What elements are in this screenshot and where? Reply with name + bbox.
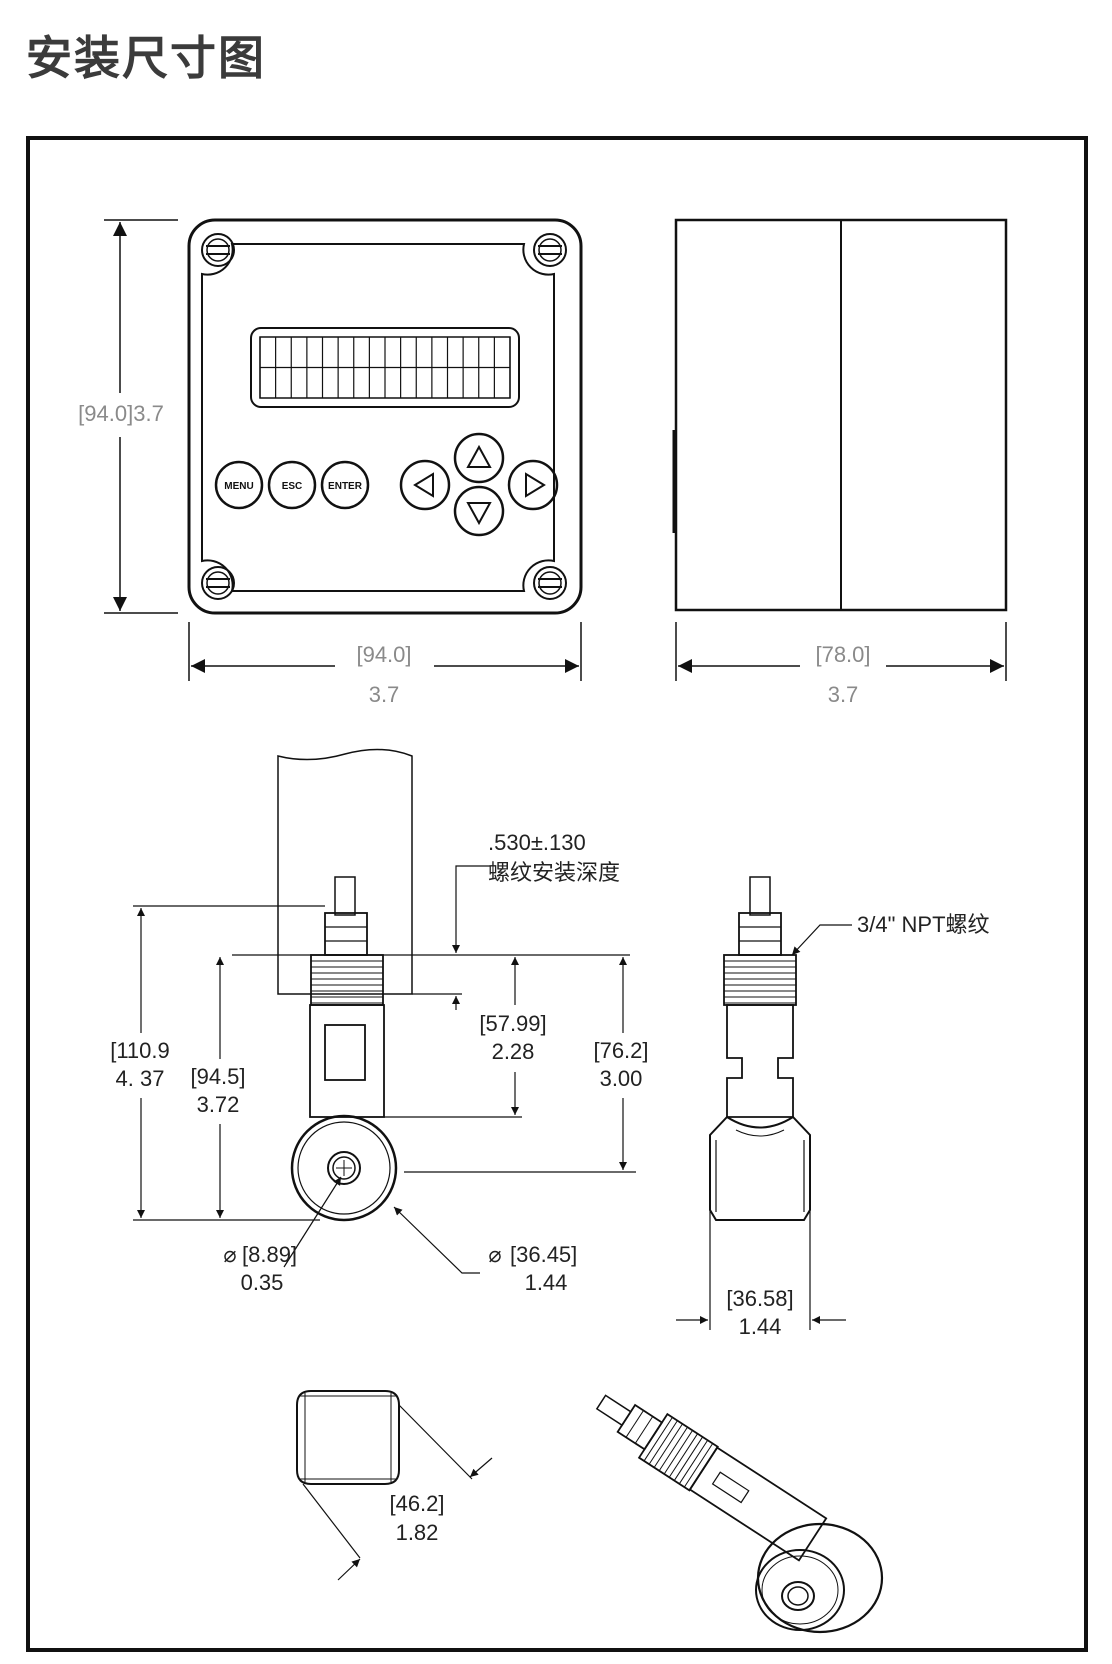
sensor-side-view <box>709 876 811 1221</box>
head-length-in: 1.82 <box>396 1520 439 1545</box>
screw-icon-top-left <box>201 233 235 267</box>
thread-spec-annotation: 3/4" NPT螺纹 <box>791 912 990 956</box>
page-title: 安装尺寸图 <box>26 31 266 85</box>
thread-length-dimension: [57.99] 2.28 <box>384 957 547 1118</box>
arrow-up-button <box>453 432 505 484</box>
side-depth-in: 3.7 <box>828 682 859 707</box>
controller-front-view: MENU ESC ENTER <box>187 218 583 615</box>
arrow-left-icon <box>413 472 434 498</box>
arrow-up-icon <box>466 444 492 468</box>
overall-height-in: 4. 37 <box>116 1066 165 1091</box>
height2-in: 3.72 <box>197 1092 240 1117</box>
bore-phi-icon: ⌀ <box>223 1242 236 1267</box>
head-cap-view <box>296 1390 400 1485</box>
arrow-down-button <box>453 485 505 537</box>
screw-icon-bottom-left <box>201 566 235 600</box>
height3-dimension: [76.2] 3.00 <box>404 957 649 1173</box>
sensor-isometric-view <box>595 1394 884 1634</box>
side-width-in: 1.44 <box>739 1314 782 1339</box>
overall-height-mm: [110.9 <box>110 1038 170 1063</box>
height2-mm: [94.5] <box>190 1064 245 1089</box>
side-depth-mm: [78.0] <box>815 642 870 667</box>
height3-in: 3.00 <box>600 1066 643 1091</box>
bore-diameter-mm: [8.89] <box>242 1242 297 1267</box>
side-width-dimension: [36.58] 1.44 <box>676 1205 846 1339</box>
arrow-right-button <box>507 459 559 511</box>
screw-icon-bottom-right <box>533 566 567 600</box>
arrow-right-icon <box>525 472 546 498</box>
arrow-left-button <box>399 459 451 511</box>
menu-button: MENU <box>214 460 264 510</box>
install-depth-label: 螺纹安装深度 <box>488 860 620 885</box>
height2-dimension: [94.5] 3.72 <box>190 957 246 1218</box>
thread-length-in: 2.28 <box>492 1039 535 1064</box>
head-length-dimension: [46.2] 1.82 <box>302 1404 493 1581</box>
front-height-dimension: [94.0]3.7 <box>78 219 178 614</box>
head-diameter-mm: [36.45] <box>510 1242 577 1267</box>
bore-diameter-in: 0.35 <box>241 1270 284 1295</box>
front-height-label: [94.0]3.7 <box>78 401 164 426</box>
enter-button-label: ENTER <box>328 481 363 492</box>
side-width-mm: [36.58] <box>726 1286 793 1311</box>
front-width-in: 3.7 <box>369 682 400 707</box>
head-phi-icon: ⌀ <box>488 1242 501 1267</box>
lcd-display <box>250 327 520 408</box>
arrow-down-icon <box>466 502 492 526</box>
install-depth-value: .530±.130 <box>488 830 586 855</box>
screw-icon-top-right <box>533 233 567 267</box>
thread-length-mm: [57.99] <box>479 1011 546 1036</box>
drawing-frame <box>26 136 1088 1652</box>
controller-side-view <box>672 218 1008 612</box>
bore-diameter-dimension: ⌀ [8.89] 0.35 <box>223 1176 342 1295</box>
menu-button-label: MENU <box>224 481 253 492</box>
side-depth-dimension: [78.0] 3.7 <box>675 622 1007 707</box>
front-width-dimension: [94.0] 3.7 <box>188 622 582 707</box>
esc-button: ESC <box>267 460 317 510</box>
head-diameter-dimension: ⌀ [36.45] 1.44 <box>393 1206 577 1295</box>
install-depth-annotation: .530±.130 螺纹安装深度 <box>232 830 630 1010</box>
head-length-mm: [46.2] <box>389 1491 444 1516</box>
front-width-mm: [94.0] <box>356 642 411 667</box>
sensor-front-view <box>277 748 413 1222</box>
height3-mm: [76.2] <box>593 1038 648 1063</box>
head-diameter-in: 1.44 <box>525 1270 568 1295</box>
overall-height-dimension: [110.9 4. 37 <box>110 905 325 1221</box>
enter-button: ENTER <box>320 460 370 510</box>
esc-button-label: ESC <box>282 481 303 492</box>
lcd-pixel-grid <box>259 337 511 398</box>
thread-spec-label: 3/4" NPT螺纹 <box>857 912 990 937</box>
